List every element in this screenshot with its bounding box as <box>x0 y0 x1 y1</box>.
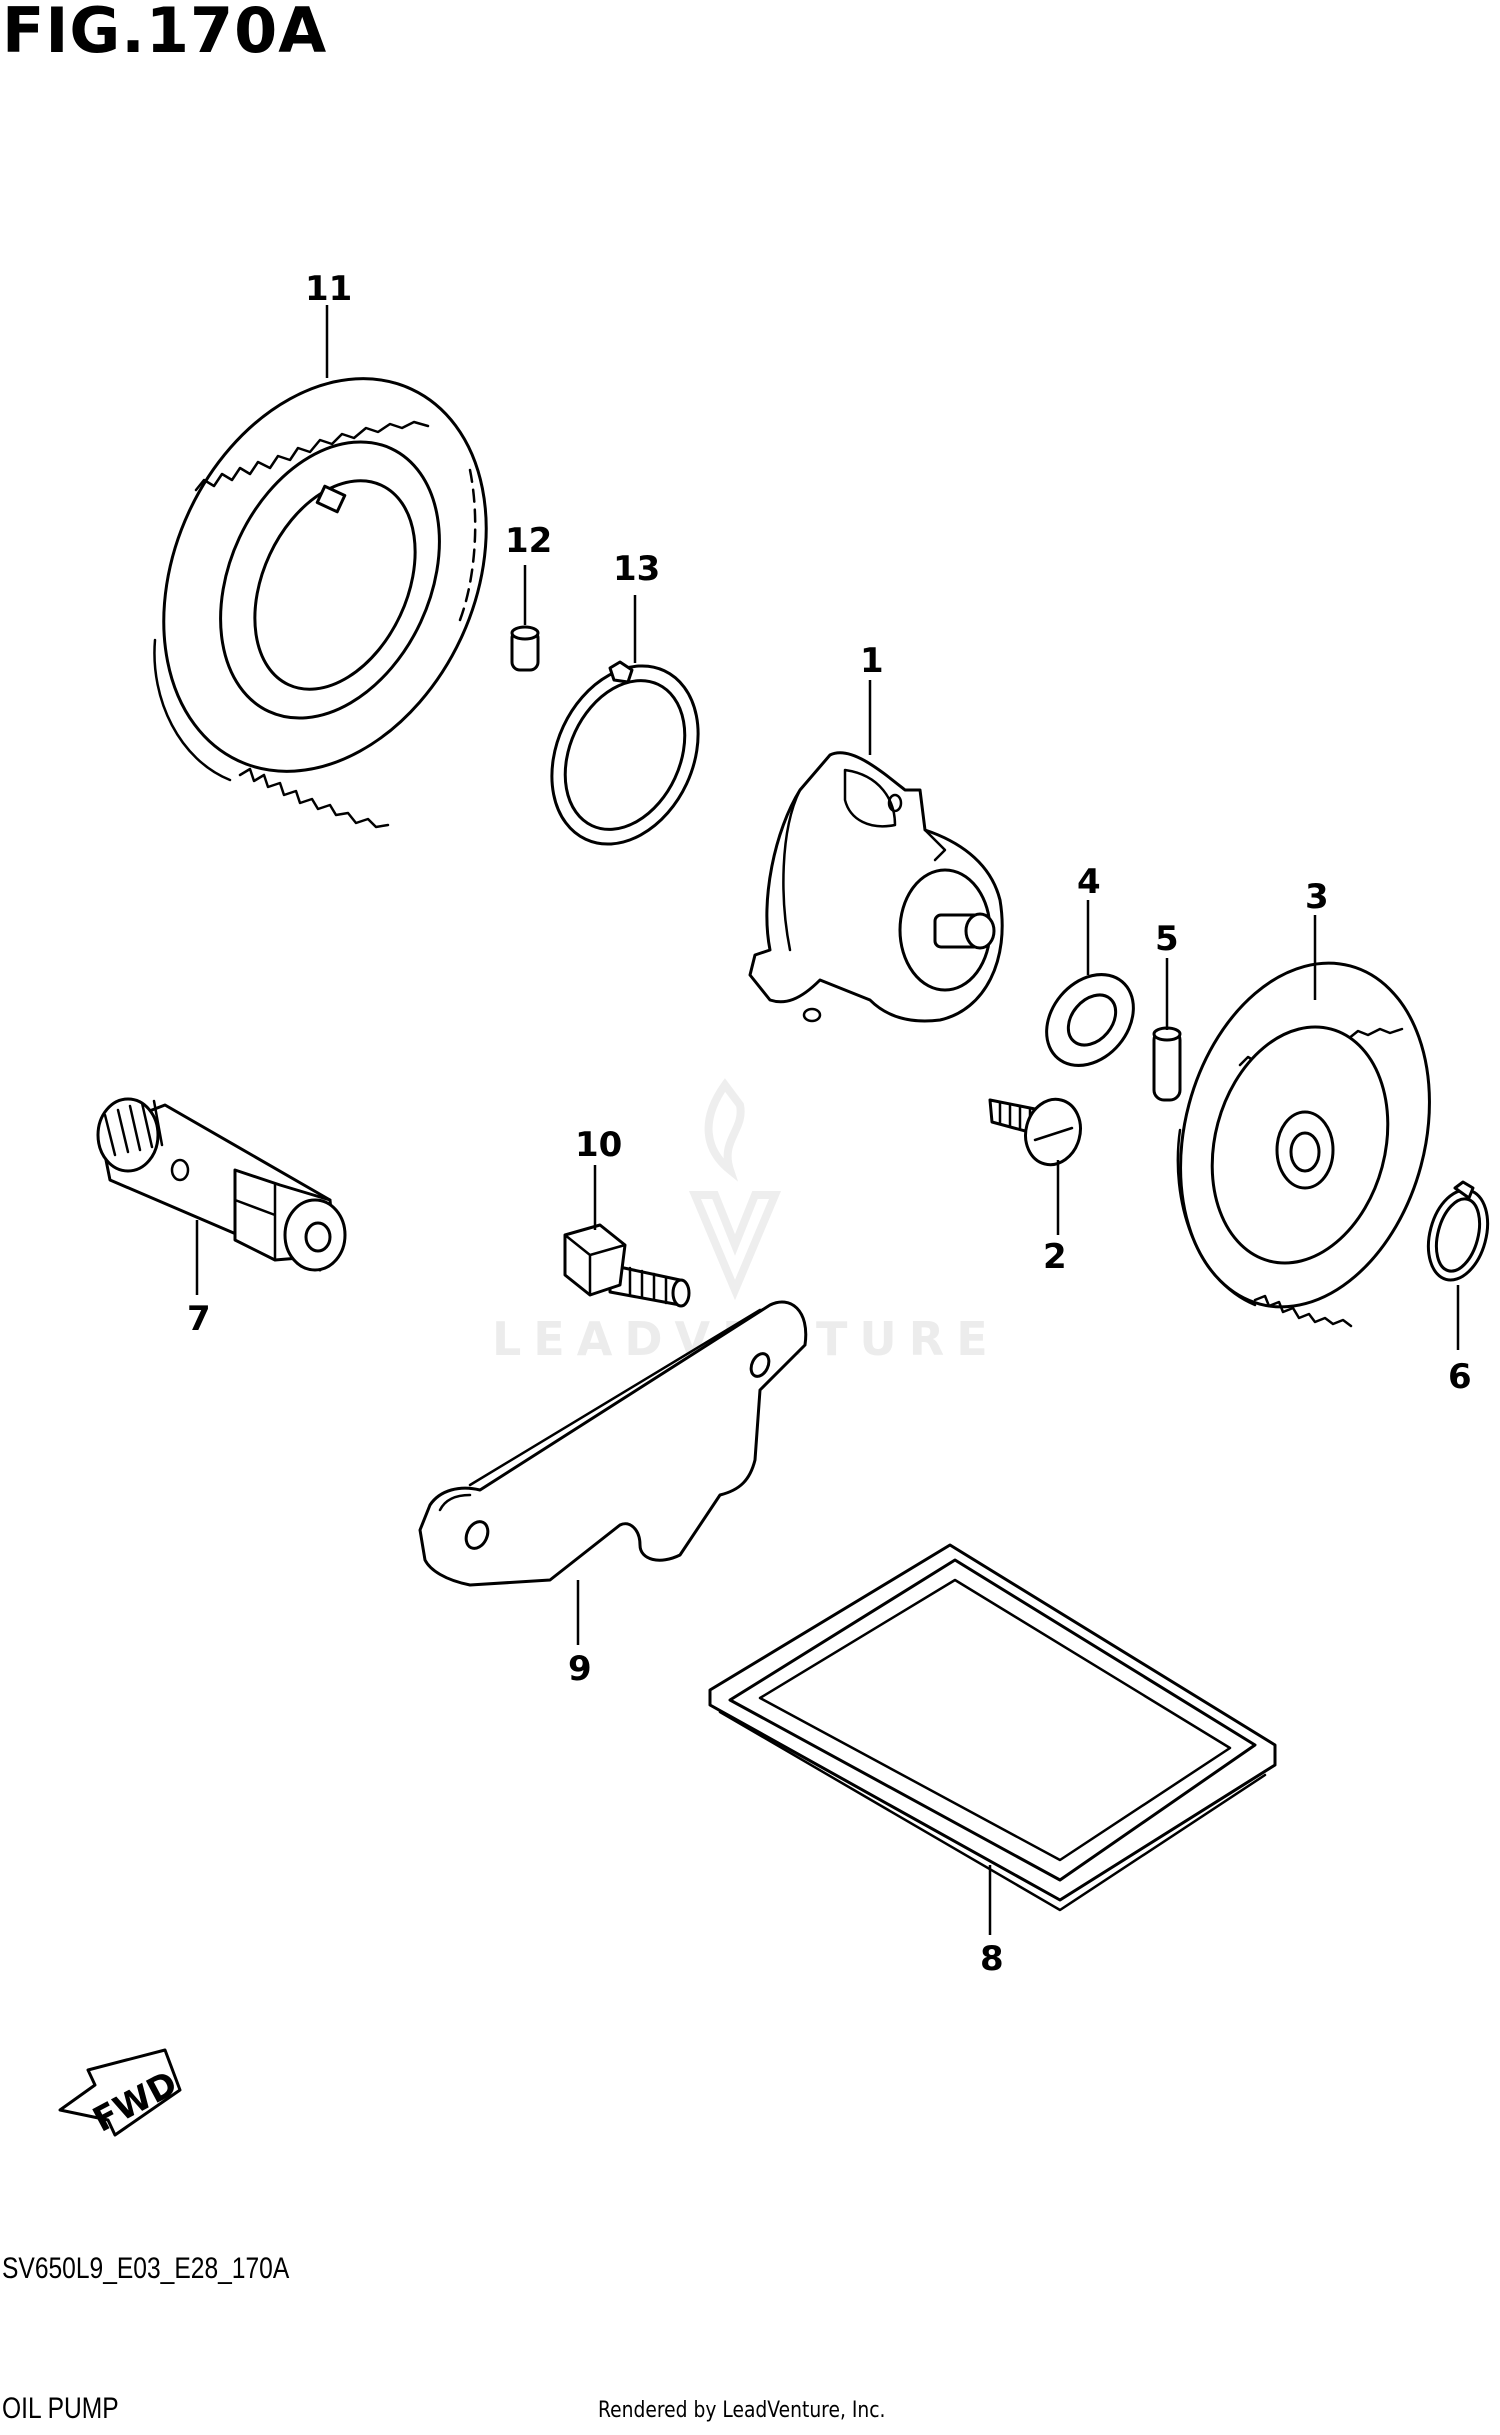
part-12-dowel-pin[interactable] <box>510 625 540 672</box>
callout-7[interactable]: 7 <box>187 1299 211 1339</box>
callout-10[interactable]: 10 <box>575 1125 622 1165</box>
part-11-driven-gear[interactable] <box>102 326 547 829</box>
figure-subtitle: OIL PUMP <box>2 2392 119 2425</box>
callout-6[interactable]: 6 <box>1448 1357 1472 1397</box>
callout-11[interactable]: 11 <box>305 269 352 309</box>
callout-8[interactable]: 8 <box>980 1939 1004 1979</box>
callout-12[interactable]: 12 <box>505 521 552 561</box>
part-9-cover-plate[interactable] <box>418 1300 808 1587</box>
fwd-arrow-icon: FWD <box>58 2048 184 2141</box>
part-5-pin[interactable] <box>1152 1026 1182 1102</box>
watermark-logo <box>688 1078 782 1301</box>
callout-3[interactable]: 3 <box>1305 877 1329 917</box>
rendered-by-credit: Rendered by LeadVenture, Inc. <box>598 2398 886 2423</box>
leader-lines <box>195 305 1460 1935</box>
callout-1[interactable]: 1 <box>860 641 884 681</box>
part-10-bolt[interactable] <box>563 1223 691 1308</box>
part-6-circlip[interactable] <box>1419 1180 1497 1287</box>
callout-labels: 11 12 13 1 4 5 3 2 6 7 10 9 8 <box>187 269 1472 1979</box>
part-3-drive-gear[interactable] <box>1144 935 1466 1335</box>
part-4-washer[interactable] <box>1029 957 1151 1082</box>
part-7-relief-valve[interactable] <box>96 1097 347 1272</box>
callout-5[interactable]: 5 <box>1155 919 1179 959</box>
callout-4[interactable]: 4 <box>1077 862 1101 902</box>
part-13-circlip[interactable] <box>524 642 726 868</box>
callout-9[interactable]: 9 <box>568 1649 592 1689</box>
figure-code: SV650L9_E03_E28_170A <box>2 2252 290 2285</box>
figure-title: FIG.170A <box>2 0 328 67</box>
part-8-oil-strainer[interactable] <box>708 1543 1277 1912</box>
callout-13[interactable]: 13 <box>613 549 660 589</box>
part-1-oil-pump[interactable] <box>748 751 1004 1023</box>
callout-2[interactable]: 2 <box>1043 1237 1067 1277</box>
part-2-screw[interactable] <box>988 1093 1088 1171</box>
